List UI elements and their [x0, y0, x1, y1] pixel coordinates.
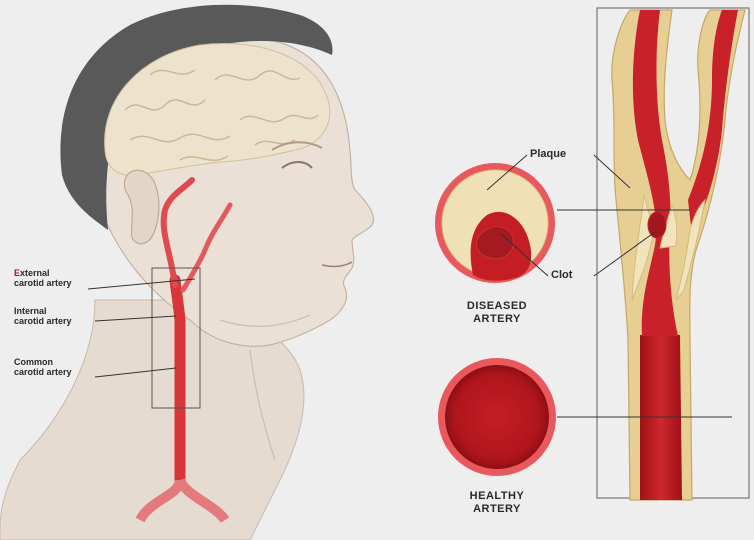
label-internal-carotid: Internal carotid artery: [14, 306, 72, 326]
healthy-cross-section: [438, 358, 556, 476]
label-diseased-line2: ARTERY: [452, 313, 542, 326]
label-common-carotid: Common carotid artery: [14, 357, 72, 377]
label-external-carotid-line1: External: [14, 268, 72, 278]
healthy-lumen: [445, 365, 549, 469]
label-common-carotid-line2: carotid artery: [14, 367, 72, 377]
diseased-cross-section: [435, 163, 555, 283]
label-healthy-line1: HEALTHY: [452, 490, 542, 503]
label-common-carotid-line1: Common: [14, 357, 72, 367]
label-external-carotid: External carotid artery: [14, 268, 72, 288]
label-internal-carotid-line2: carotid artery: [14, 316, 72, 326]
label-diseased-artery: DISEASED ARTERY: [452, 300, 542, 326]
common-carotid-vessel: [175, 280, 180, 480]
label-internal-carotid-line1: Internal: [14, 306, 72, 316]
label-external-carotid-line2: carotid artery: [14, 278, 72, 288]
label-healthy-line2: ARTERY: [452, 503, 542, 516]
label-clot: Clot: [551, 269, 572, 281]
clot-in-artery: [648, 212, 666, 238]
artery-longitudinal: [612, 10, 745, 500]
label-diseased-line1: DISEASED: [452, 300, 542, 313]
label-healthy-artery: HEALTHY ARTERY: [452, 490, 542, 516]
label-plaque: Plaque: [530, 148, 566, 160]
